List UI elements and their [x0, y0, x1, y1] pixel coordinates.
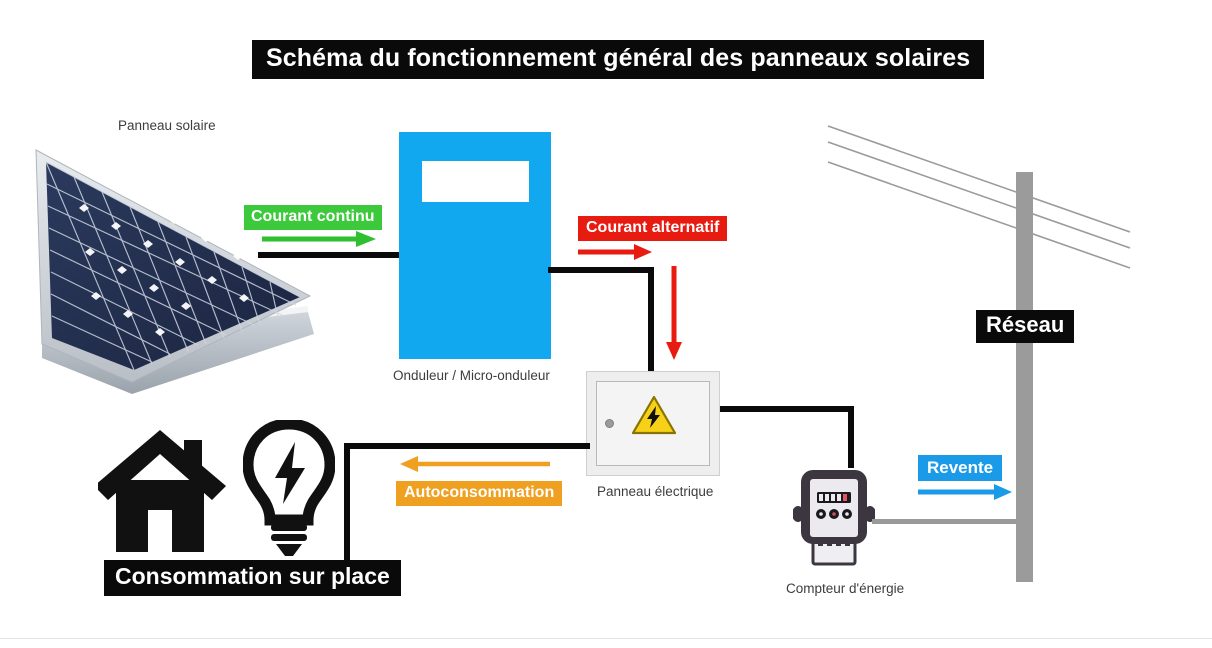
- resale-arrow-icon: [918, 483, 1014, 506]
- inverter-display: [422, 161, 529, 202]
- badge-consommation-sur-place: Consommation sur place: [104, 560, 401, 596]
- ac-arrow-right-icon: [578, 243, 654, 266]
- wire-self-consumption-horizontal: [344, 443, 590, 449]
- wire-dc-panel-to-inverter: [258, 252, 403, 258]
- wire-self-consumption-down: [344, 443, 350, 568]
- electrical-panel-knob-icon: [605, 419, 614, 428]
- electrical-panel-caption: Panneau électrique: [597, 484, 714, 499]
- bottom-divider: [0, 638, 1212, 639]
- badge-courant-alternatif: Courant alternatif: [578, 216, 728, 241]
- electrical-panel: [586, 371, 720, 476]
- badge-reseau: Réseau: [976, 310, 1075, 343]
- utility-pole: [1016, 172, 1033, 582]
- page-title: Schéma du fonctionnement général des pan…: [252, 40, 985, 79]
- badge-revente: Revente: [918, 455, 1003, 482]
- badge-courant-continu: Courant continu: [244, 205, 382, 230]
- energy-meter-caption: Compteur d'énergie: [786, 581, 905, 596]
- dc-arrow-icon: [262, 230, 378, 253]
- wire-ac-down-to-panel: [648, 267, 654, 375]
- solar-panel-icon: [35, 149, 314, 394]
- ac-arrow-down-icon: [665, 266, 683, 367]
- wire-meter-to-grid: [872, 519, 1022, 524]
- wire-panel-to-meter-horizontal: [720, 406, 854, 412]
- electrical-hazard-icon: [631, 395, 677, 435]
- house-icon: [94, 424, 228, 554]
- solar-panel: [24, 138, 324, 398]
- inverter-caption: Onduleur / Micro-onduleur: [393, 368, 550, 383]
- solar-panel-caption: Panneau solaire: [118, 118, 216, 133]
- wire-panel-to-meter-down: [848, 406, 854, 468]
- energy-meter-icon: [792, 462, 876, 568]
- self-consumption-arrow-icon: [398, 455, 550, 478]
- inverter: [399, 132, 551, 359]
- badge-autoconsommation: Autoconsommation: [396, 481, 563, 506]
- wire-ac-inverter-right: [548, 267, 654, 273]
- power-lines-icon: [818, 112, 1178, 312]
- lightbulb-icon: [242, 418, 336, 558]
